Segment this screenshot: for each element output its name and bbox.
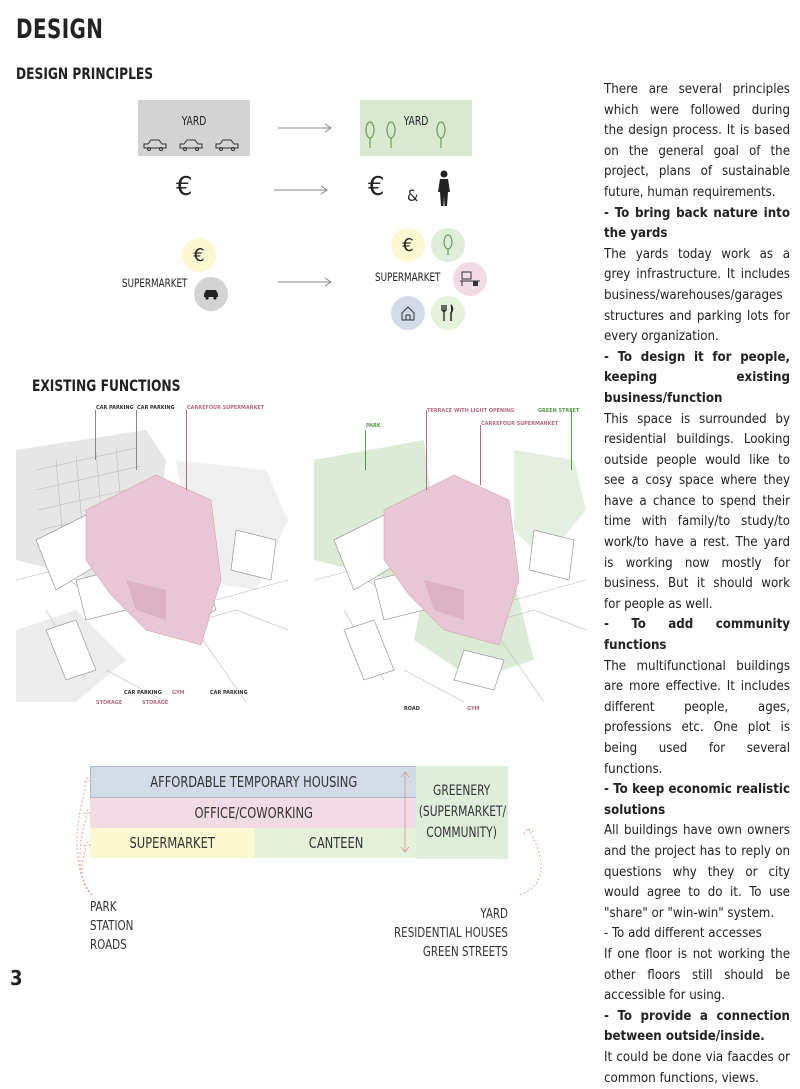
map-label: GYM xyxy=(467,706,480,712)
body-paragraph: This space is surrounded by residential … xyxy=(604,411,790,612)
body-paragraph: It could be done via faacdes or common f… xyxy=(604,1049,790,1086)
section-heading-design-principles: DESIGN PRINCIPLES xyxy=(16,64,154,83)
arrow-right-icon xyxy=(278,277,332,287)
map-label: CAR PARKING xyxy=(210,690,248,696)
person-icon xyxy=(438,170,450,206)
body-paragraph: All buildings have own owners and the pr… xyxy=(604,823,790,921)
curved-arrows-left-icon xyxy=(76,777,93,896)
existing-functions-map-left xyxy=(16,430,288,702)
body-paragraph: - To add different accesses xyxy=(604,926,762,942)
body-paragraph: The yards today work as a grey infrastru… xyxy=(604,246,790,345)
body-paragraph: If one floor is not working the other fl… xyxy=(604,946,790,1004)
canteen-bar: CANTEEN xyxy=(254,828,418,858)
yard-grey-diagram: YARD xyxy=(138,100,250,156)
supermarket-bar: SUPERMARKET xyxy=(90,828,254,858)
curved-arrow-right-icon xyxy=(519,827,542,896)
supermarket-label-right: SUPERMARKET xyxy=(375,270,441,284)
map-label: GYM xyxy=(172,690,185,696)
vertical-double-arrow-icon xyxy=(400,771,410,853)
page-number: 3 xyxy=(10,966,23,990)
map-label: CARREFOUR SUPERMARKET xyxy=(481,421,559,427)
supermarket-label-left: SUPERMARKET xyxy=(122,276,188,290)
principles-text-column: There are several principles which were … xyxy=(604,80,790,1089)
map-label: CAR PARKING xyxy=(137,405,175,411)
euro-circle-icon: € xyxy=(182,238,216,272)
arrow-right-icon xyxy=(274,185,328,195)
fork-knife-circle-icon xyxy=(431,296,465,330)
arrow-right-icon xyxy=(278,123,332,133)
tree-circle-icon xyxy=(431,228,465,262)
map-label: PARK xyxy=(366,423,381,429)
housing-bar: AFFORDABLE TEMPORARY HOUSING xyxy=(90,766,418,798)
map-label: STORAGE xyxy=(142,700,169,706)
map-label: CAR PARKING xyxy=(96,405,134,411)
body-paragraph: The multifunctional buildings are more e… xyxy=(604,658,790,777)
map-label: CAR PARKING xyxy=(124,690,162,696)
parked-cars-icon xyxy=(143,139,239,151)
office-bar: OFFICE/COWORKING xyxy=(90,798,418,828)
house-circle-icon xyxy=(391,296,425,330)
yard-green-diagram: YARD xyxy=(360,100,472,156)
map-label: CARREFOUR SUPERMARKET xyxy=(187,405,265,411)
greenery-box: GREENERY (SUPERMARKET/ COMMUNITY) xyxy=(416,766,508,859)
body-paragraph: There are several principles which were … xyxy=(604,82,790,200)
principle-heading: - To keep economic realistic solutions xyxy=(604,782,790,818)
program-stack: AFFORDABLE TEMPORARY HOUSING OFFICE/COWO… xyxy=(90,766,418,858)
principle-heading: - To design it for people, keeping exist… xyxy=(604,349,790,406)
principle-heading: - To add community functions xyxy=(604,617,790,654)
map-label: GREEN STREET xyxy=(538,408,580,414)
page-title: DESIGN xyxy=(16,14,104,45)
map-label: STORAGE xyxy=(96,700,123,706)
principle-heading: - To provide a connection between outsid… xyxy=(604,1008,790,1045)
context-left-list: PARK STATION ROADS xyxy=(90,899,134,953)
workdesk-circle-icon xyxy=(453,262,487,296)
yard-label-right: YARD xyxy=(403,114,429,128)
map-label: ROAD xyxy=(404,706,420,712)
context-right-list: YARD RESIDENTIAL HOUSES GREEN STREETS xyxy=(393,906,508,960)
euro-circle-icon: € xyxy=(391,228,425,262)
existing-functions-map-right xyxy=(314,430,586,702)
euro-icon: € xyxy=(176,172,193,202)
ampersand: & xyxy=(407,186,419,205)
trees-icon xyxy=(365,121,446,148)
section-heading-existing-functions: EXISTING FUNCTIONS xyxy=(32,376,181,395)
map-label: TERRACE WITH LIGHT OPENING xyxy=(427,408,515,414)
yard-label-left: YARD xyxy=(181,114,207,128)
euro-icon: € xyxy=(368,172,385,202)
car-circle-icon xyxy=(194,277,228,311)
principle-heading: - To bring back nature into the yards xyxy=(604,205,790,242)
